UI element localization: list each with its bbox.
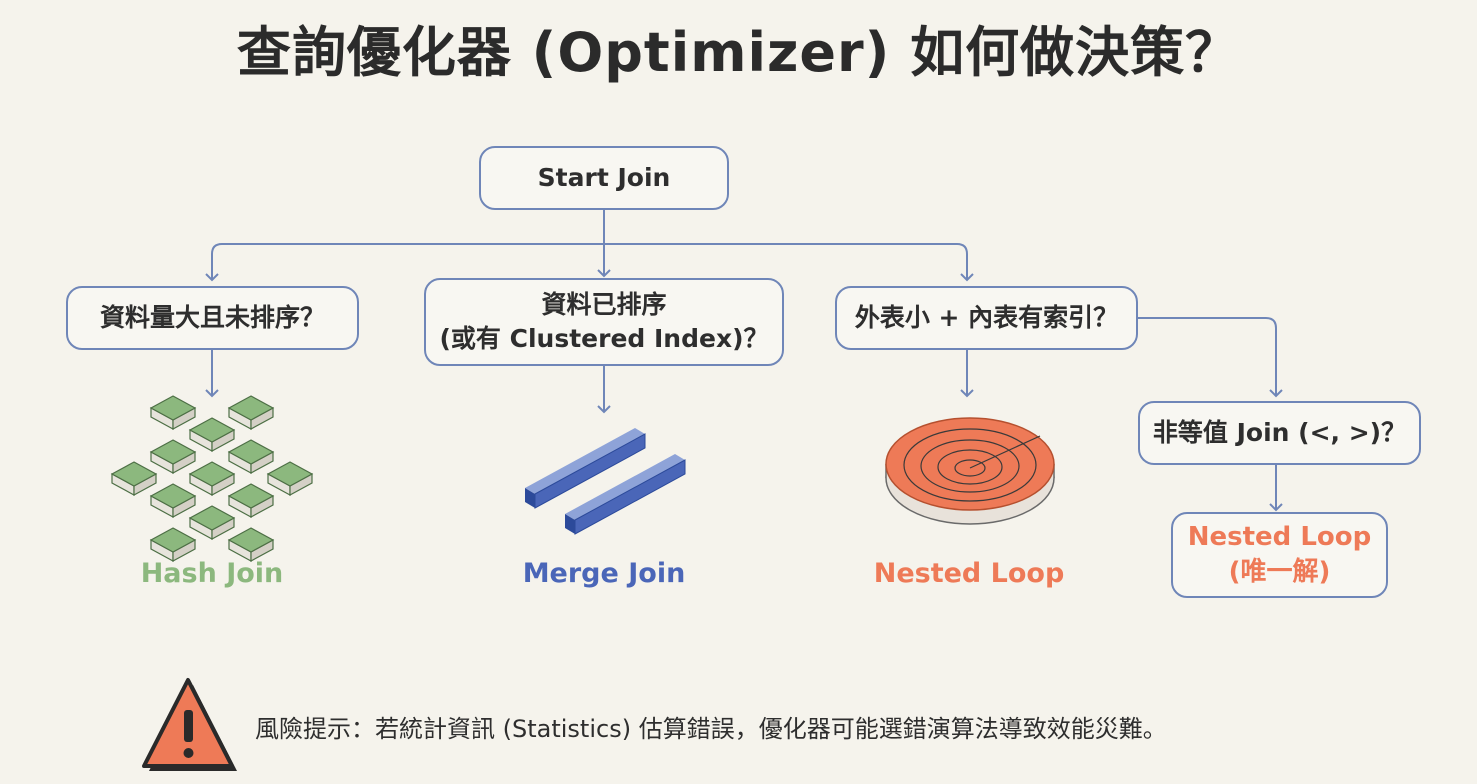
hash-cube (266, 461, 314, 497)
hash-cube (110, 461, 158, 497)
hash-cube (188, 461, 236, 497)
nonequi-result-line1: Nested Loop (1187, 521, 1372, 552)
hash-join-label: Hash Join (140, 558, 284, 589)
hash-cube (227, 395, 275, 431)
nested-condition-label: 外表小 + 內表有索引？ (854, 303, 1119, 333)
connector-to-nonequi (1138, 317, 1283, 398)
nested-loop-spiral-icon (885, 417, 1055, 525)
nested-condition-node: 外表小 + 內表有索引？ (835, 286, 1138, 350)
connectors (205, 210, 1283, 512)
merge-condition-line2: (或有 Clustered Index)？ (439, 324, 769, 353)
merge-condition-line1: 資料已排序 (541, 290, 667, 320)
nonequi-result-line2: (唯一解) (1228, 557, 1331, 587)
start-join-node: Start Join (479, 146, 729, 210)
hash-cube (227, 439, 275, 475)
merge-condition-node: 資料已排序 (或有 Clustered Index)？ (424, 278, 784, 366)
warning-triangle-icon (142, 678, 237, 771)
start-join-label: Start Join (537, 163, 671, 193)
hash-join-cubes-icon (110, 395, 314, 563)
hash-cube (188, 505, 236, 541)
hash-cube (188, 417, 236, 453)
hash-cube (149, 439, 197, 475)
page-title: 查詢優化器 (Optimizer) 如何做決策？ (236, 21, 1241, 84)
hash-cube (149, 395, 197, 431)
hash-cube (149, 483, 197, 519)
merge-join-bars-icon (525, 428, 686, 535)
hash-condition-label: 資料量大且未排序？ (99, 303, 325, 333)
hash-condition-node: 資料量大且未排序？ (66, 286, 359, 350)
connector-to-nested-question (604, 243, 974, 282)
nested-loop-label: Nested Loop (873, 558, 1065, 589)
connector-to-hash-question (205, 243, 604, 282)
hash-cube (149, 527, 197, 563)
merge-join-label: Merge Join (522, 558, 686, 589)
warning-text: 風險提示：若統計資訊 (Statistics) 估算錯誤，優化器可能選錯演算法導… (255, 715, 1167, 743)
nonequi-condition-label: 非等值 Join (<, >)？ (1152, 418, 1407, 448)
hash-cube (227, 483, 275, 519)
nonequi-condition-node: 非等值 Join (<, >)？ (1138, 401, 1421, 465)
hash-cube (227, 527, 275, 563)
nonequi-result-node: Nested Loop (唯一解) (1171, 512, 1388, 598)
